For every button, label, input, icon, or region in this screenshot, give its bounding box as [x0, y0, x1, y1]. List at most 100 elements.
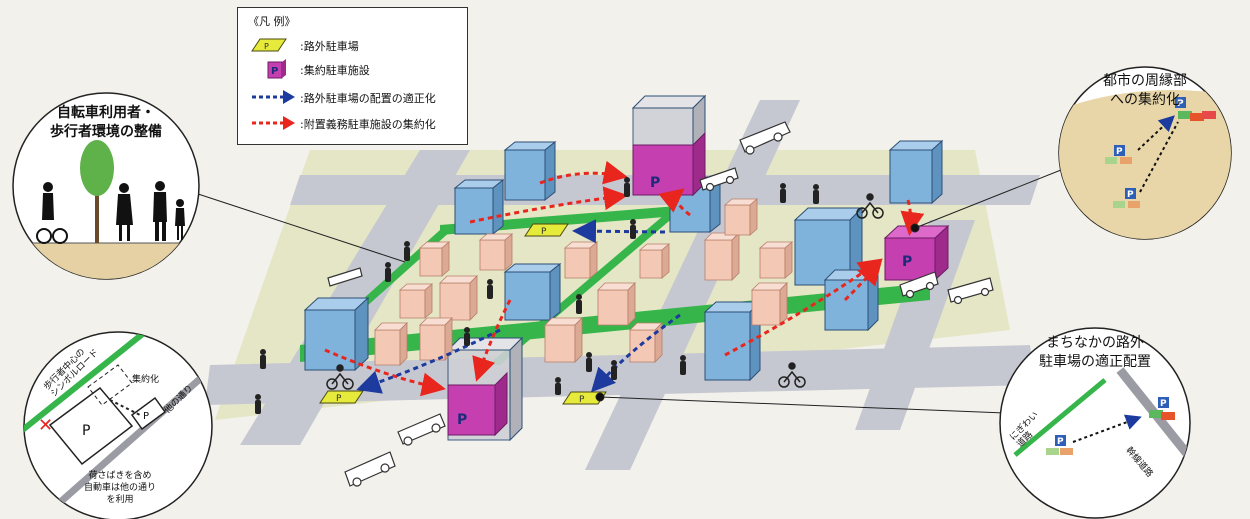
- pedestrian-icon: [780, 183, 786, 203]
- callout-line: まちなかの路外: [1046, 335, 1144, 351]
- legend-label: :附置義務駐車施設の集約化: [300, 118, 436, 131]
- red-arrow-swatch: [252, 116, 295, 130]
- parking-facility-label: P: [902, 254, 912, 270]
- legend-item-parking-facility: P :集約駐車施設: [248, 58, 463, 80]
- parking-lot-label: P: [336, 394, 342, 404]
- pink-building: [629, 322, 663, 363]
- callout-line: への集約化: [1110, 92, 1180, 108]
- red-arrow: [324, 348, 446, 397]
- red-arrow: [472, 299, 512, 382]
- pedestrian-icon: [624, 177, 630, 197]
- red-arrow: [658, 188, 691, 217]
- periphery-parking: P P P: [1105, 97, 1216, 208]
- red-arrow: [843, 260, 882, 302]
- road-right: [855, 220, 975, 430]
- car: [699, 167, 739, 192]
- blue-building: [503, 262, 562, 322]
- blue-building: [453, 178, 505, 236]
- pink-building: [374, 322, 408, 366]
- pedestrian-icon: [464, 327, 470, 346]
- pedestrian-icon: [260, 349, 266, 369]
- car: [947, 277, 994, 305]
- red-arrow: [469, 186, 628, 224]
- callout-periphery-title: 都市の周縁部 への集約化: [1080, 72, 1210, 110]
- legend-item-parking-lot: P :路外駐車場: [248, 34, 463, 56]
- callout-line: 自転車利用者・: [57, 105, 155, 121]
- pink-building: [704, 232, 740, 281]
- pink-building: [751, 282, 788, 326]
- legend-title: 《凡 例》: [248, 15, 296, 28]
- blue-building: [303, 296, 370, 372]
- road-diagonal-right: [585, 100, 800, 470]
- pedestrian-icon: [576, 294, 582, 314]
- callout-bicycle-pedestrian-title: 自転車利用者・ 歩行者環境の整備: [40, 104, 172, 142]
- parking-facility-label: P: [650, 175, 660, 191]
- inset-parking-label: P: [82, 423, 90, 439]
- car: [397, 413, 446, 446]
- pedestrian-icon: [813, 184, 819, 204]
- cyclists: [326, 193, 884, 390]
- legend-label: :路外駐車場: [300, 40, 359, 53]
- green-path-left: [440, 205, 690, 235]
- car: [327, 267, 363, 287]
- parking-sign: P: [1127, 190, 1134, 200]
- pedestrian-icon: [680, 355, 686, 375]
- placement-arrows: [356, 219, 681, 394]
- parking-sign: P: [1177, 99, 1184, 109]
- parking-facility-label: P: [457, 412, 467, 428]
- pink-building: [439, 275, 478, 321]
- parking-lot: P: [524, 223, 569, 237]
- blue-arrow: [356, 328, 501, 394]
- legend-label: :集約駐車施設: [300, 64, 370, 77]
- pink-building: [597, 282, 636, 326]
- inset-note-line1: 荷さばきを含め: [88, 471, 152, 481]
- pedestrians: [255, 177, 819, 414]
- parking-lot: P: [319, 390, 364, 404]
- blue-arrow-swatch: [252, 90, 295, 104]
- blue-building: [503, 140, 557, 202]
- pedestrian-icon: [255, 394, 261, 414]
- inset-parking-label: P: [143, 411, 149, 422]
- pedestrian-icon: [630, 219, 636, 239]
- pink-building: [758, 241, 794, 279]
- pink-building: [418, 241, 451, 277]
- parking-lot-swatch: P: [251, 38, 287, 52]
- pedestrian-icon: [555, 377, 561, 395]
- car: [344, 451, 396, 487]
- pedestrian-icon: [487, 279, 493, 299]
- pedestrian-icon: [404, 241, 410, 261]
- pink-building: [544, 317, 583, 363]
- callout-line: 駐車場の適正配置: [1039, 354, 1151, 370]
- parking-lot-label: P: [579, 395, 585, 405]
- callout-line: 歩行者環境の整備: [50, 124, 162, 140]
- pink-building: [723, 198, 759, 236]
- parking-facility: P: [447, 371, 508, 437]
- bicycle-icon: [778, 362, 806, 388]
- parking-sign: P: [1116, 147, 1123, 157]
- parking-sign: P: [1160, 399, 1167, 409]
- consolidation-arrows: [324, 160, 925, 397]
- car: [899, 271, 939, 299]
- leader-lines: [191, 167, 1067, 414]
- legend: 《凡 例》 P :路外駐車場 P :集約駐車施設 :路外駐車場の配置の適正化 :…: [237, 7, 468, 145]
- red-arrow: [539, 160, 628, 185]
- pink-building: [478, 233, 514, 271]
- blue-arrow: [572, 219, 666, 244]
- pink-building: [638, 243, 671, 279]
- red-arrow: [900, 199, 925, 236]
- parking-facility-swatch: P: [267, 59, 286, 79]
- red-x-icon: ✕: [38, 415, 53, 436]
- legend-item-red-arrow: :附置義務駐車施設の集約化: [248, 112, 463, 134]
- green-path-diag2: [488, 210, 682, 365]
- parking-lot-label: P: [541, 227, 547, 237]
- callout-proper-placement-title: まちなかの路外 駐車場の適正配置: [1030, 334, 1160, 372]
- pink-building: [563, 241, 599, 279]
- bicycle-icon: [326, 364, 354, 390]
- pedestrian-icon: [611, 360, 617, 380]
- car: [739, 121, 791, 155]
- legend-item-blue-arrow: :路外駐車場の配置の適正化: [248, 86, 463, 108]
- swatch-label: P: [271, 66, 278, 77]
- callout-periphery: P P P: [1058, 66, 1232, 240]
- inset-note-line3: を利用: [106, 495, 134, 505]
